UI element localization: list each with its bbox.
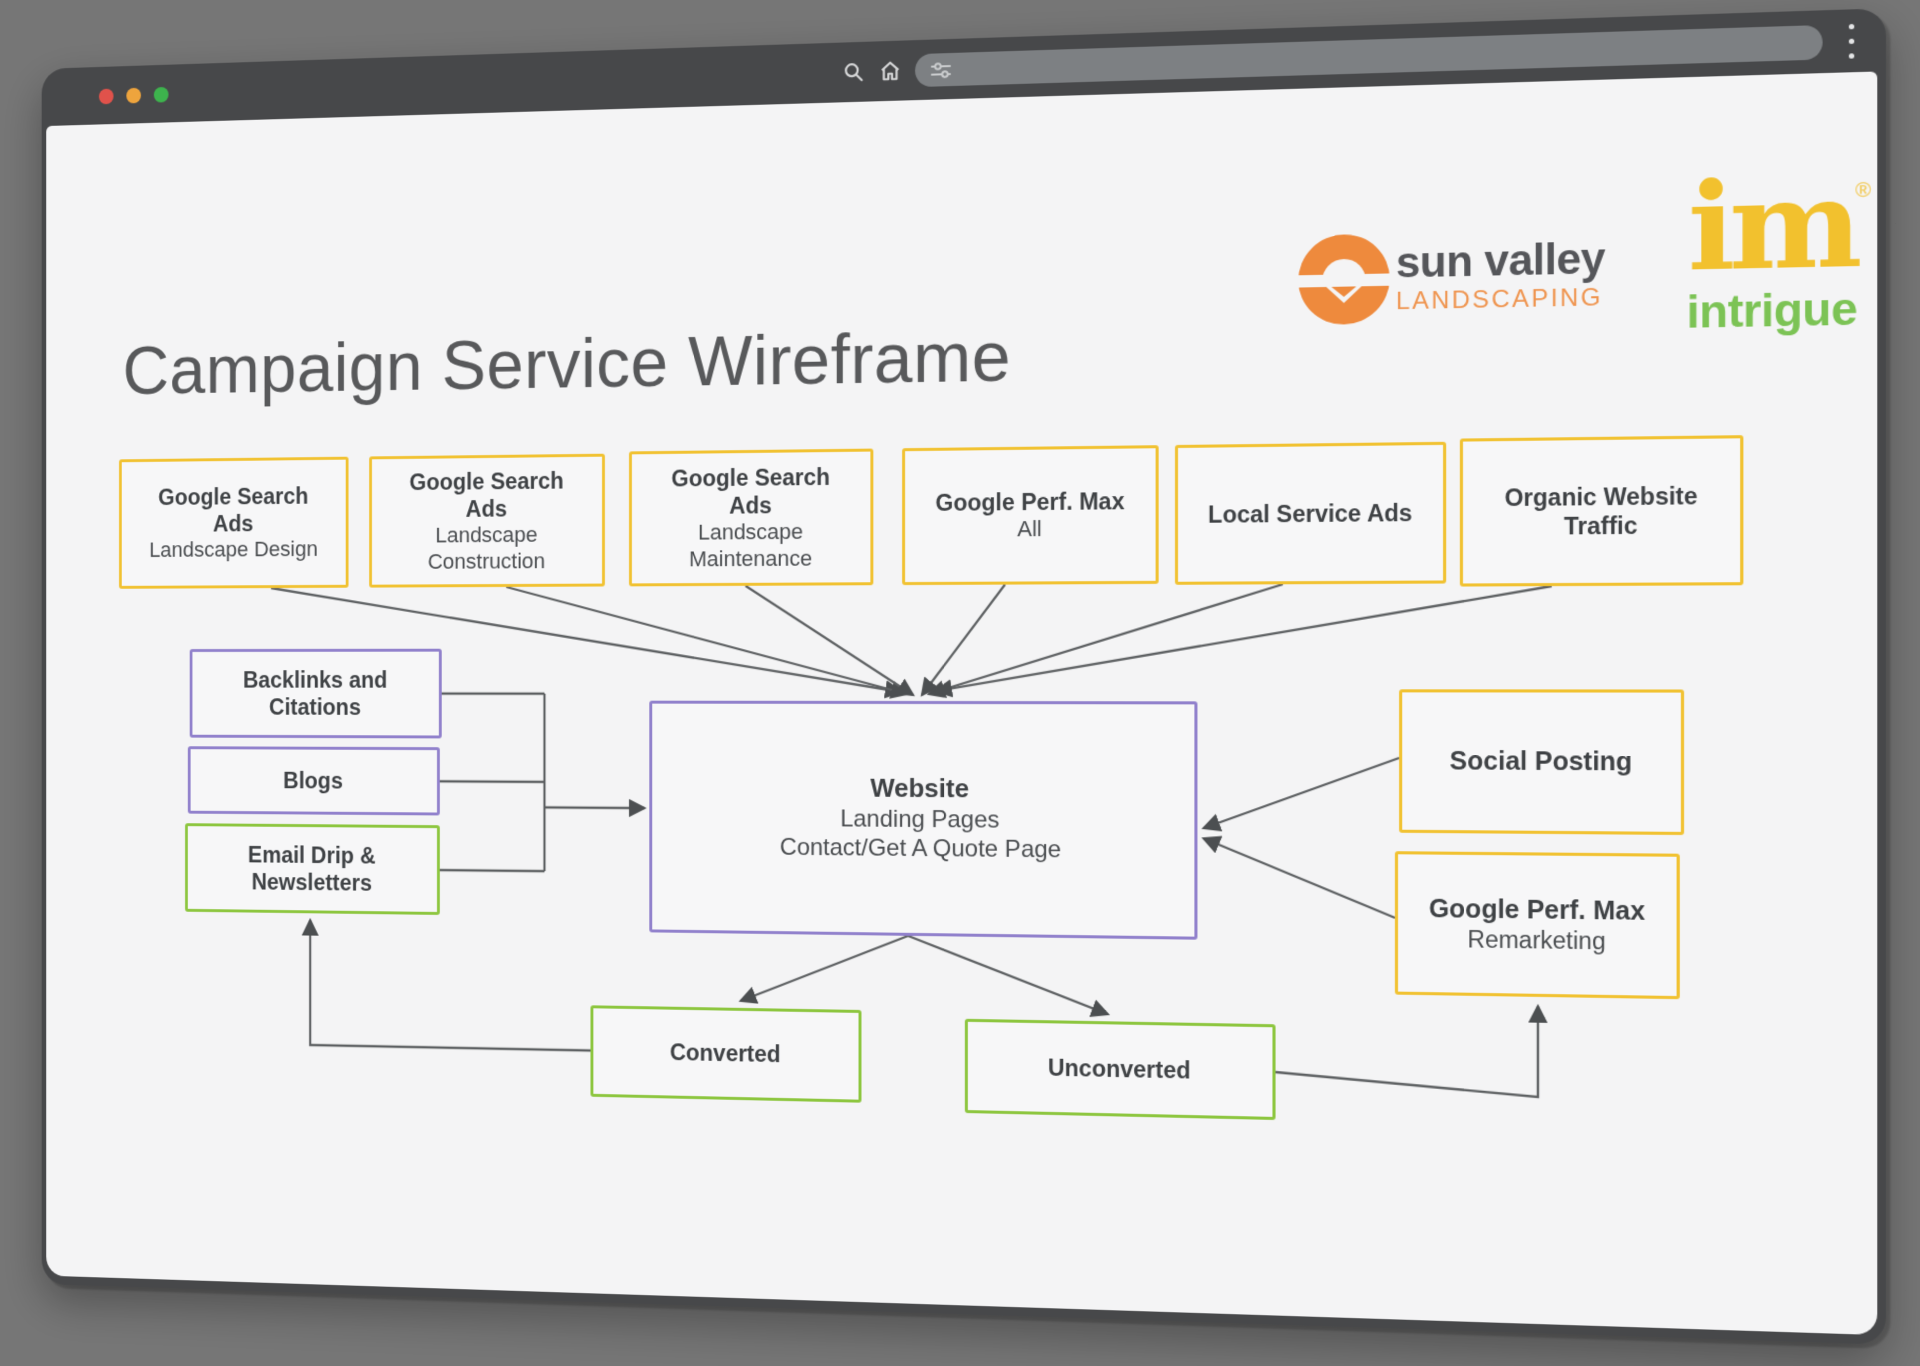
close-button[interactable] <box>98 88 114 105</box>
minimize-button[interactable] <box>126 87 141 104</box>
node-subtitle: Landing Pages <box>840 805 1000 834</box>
node-title: Google Perf. Max <box>1428 894 1646 926</box>
zoom-button[interactable] <box>153 86 169 103</box>
node-title: Unconverted <box>1047 1054 1191 1084</box>
sun-valley-wordmark: sun valley LANDSCAPING <box>1395 233 1606 316</box>
registered-mark: ® <box>1854 178 1872 203</box>
browser-mockup: Campaign Service Wireframe sun valley LA… <box>42 8 1886 1345</box>
kebab-menu-icon[interactable] <box>1848 23 1856 61</box>
node-subtitle: Contact/Get A Quote Page <box>779 834 1062 864</box>
diagram-node-organic: Organic Website Traffic <box>1459 435 1744 587</box>
node-title: Website <box>870 773 969 804</box>
node-subtitle: All <box>1017 516 1042 542</box>
node-title: Converted <box>669 1039 781 1068</box>
search-icon[interactable] <box>843 61 865 84</box>
node-subtitle: Landscape Construction <box>427 521 546 574</box>
diagram-node-social: Social Posting <box>1399 689 1685 836</box>
node-title: Google Perf. Max <box>935 488 1125 516</box>
sun-valley-tagline: LANDSCAPING <box>1395 283 1604 316</box>
intrigue-logo: im® intrigue <box>1684 152 1872 339</box>
diagram-node-unconverted: Unconverted <box>964 1018 1276 1121</box>
home-icon[interactable] <box>879 60 901 83</box>
node-subtitle: Landscape Maintenance <box>689 518 813 571</box>
intrigue-im-icon: im® <box>1687 152 1872 299</box>
diagram-node-converted: Converted <box>590 1005 862 1103</box>
page-title: Campaign Service Wireframe <box>122 317 1012 409</box>
tune-icon <box>929 58 953 83</box>
node-title: Email Drip & Newsletters <box>247 841 376 896</box>
node-title: Google Search Ads <box>409 467 564 522</box>
address-bar[interactable] <box>915 24 1823 88</box>
diagram-node-lsa: Local Service Ads <box>1174 441 1447 585</box>
sun-valley-name: sun valley <box>1395 233 1606 287</box>
diagram-node-email: Email Drip & Newsletters <box>185 823 440 915</box>
node-title: Social Posting <box>1449 746 1633 777</box>
diagram-node-backlinks: Backlinks and Citations <box>189 648 442 739</box>
node-title: Google Search Ads <box>671 463 831 519</box>
node-title: Blogs <box>283 767 343 794</box>
node-title: Local Service Ads <box>1208 499 1413 528</box>
node-subtitle: Landscape Design <box>149 536 318 562</box>
diagram-node-blogs: Blogs <box>187 746 440 816</box>
browser-window: Campaign Service Wireframe sun valley LA… <box>42 8 1886 1345</box>
node-title: Organic Website Traffic <box>1504 482 1698 540</box>
node-subtitle: Remarketing <box>1467 926 1606 955</box>
node-title: Backlinks and Citations <box>242 667 388 720</box>
node-title: Google Search Ads <box>158 483 309 537</box>
sun-valley-logo-icon <box>1297 233 1391 326</box>
